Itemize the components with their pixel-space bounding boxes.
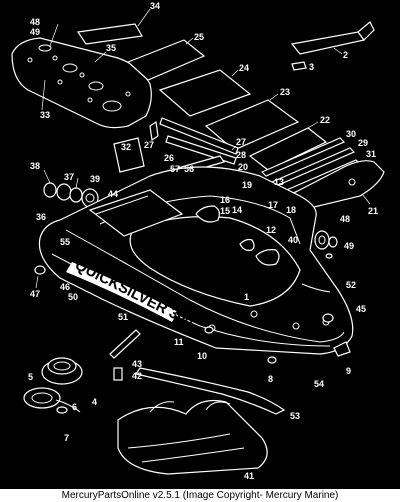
- diagram-svg: QUICKSILVER 300: [11, 1, 385, 481]
- callout-32: 32: [121, 142, 131, 152]
- part-25-floor-section[interactable]: [126, 37, 206, 81]
- part-24-floor-section[interactable]: [158, 69, 252, 117]
- callout-35: 35: [106, 43, 116, 53]
- callout-6: 6: [72, 402, 77, 412]
- part-27-bar-lower[interactable]: [231, 145, 237, 151]
- part-42-cap[interactable]: [113, 367, 123, 381]
- part-34-floorboard[interactable]: [76, 8, 151, 45]
- callout-19: 19: [242, 180, 252, 190]
- callout-10: 10: [197, 351, 207, 361]
- callout-12: 12: [266, 225, 276, 235]
- part-23-floor-section[interactable]: [204, 93, 300, 151]
- callout-29: 29: [358, 138, 368, 148]
- exploded-parts-diagram: QUICKSILVER 300: [0, 0, 400, 488]
- callout-1: 1: [244, 292, 249, 302]
- callout-56: 56: [184, 164, 194, 174]
- callout-39: 39: [90, 174, 100, 184]
- part-5-foot-pump[interactable]: [23, 357, 83, 414]
- part-33-perforated-floor[interactable]: [11, 23, 152, 129]
- callout-46: 46: [60, 282, 70, 292]
- callout-21: 21: [368, 206, 378, 216]
- callout-49: 49: [30, 27, 40, 37]
- callout-38: 38: [30, 161, 40, 171]
- callout-45: 45: [356, 304, 366, 314]
- callout-48b: 48: [340, 214, 350, 224]
- callout-16: 16: [220, 195, 230, 205]
- callout-30: 30: [346, 129, 356, 139]
- callout-31: 31: [366, 149, 376, 159]
- part-30-stringer[interactable]: [260, 137, 346, 177]
- callout-labels: 34 48 49 35 25 2 3 24 33 23 32 27 22 30 …: [28, 1, 378, 481]
- part-2-transom-cap[interactable]: [290, 21, 375, 55]
- copyright-footer: MercuryPartsOnline v2.5.1 (Image Copyrig…: [0, 488, 400, 502]
- callout-36: 36: [36, 212, 46, 222]
- callout-51: 51: [118, 312, 128, 322]
- part-22-floor-section[interactable]: [248, 121, 328, 171]
- callout-48: 48: [30, 17, 40, 27]
- callout-47: 47: [30, 289, 40, 299]
- callout-43: 43: [132, 359, 142, 369]
- callout-7: 7: [64, 433, 69, 443]
- part-43-oar[interactable]: [109, 329, 141, 359]
- callout-2: 2: [343, 50, 348, 60]
- callout-20: 20: [238, 162, 248, 172]
- callout-49b: 49: [344, 241, 354, 251]
- callout-18: 18: [286, 205, 296, 215]
- callout-52: 52: [346, 280, 356, 290]
- part-21-bow-board[interactable]: [286, 160, 385, 209]
- part-32-plate[interactable]: [113, 137, 145, 173]
- part-10-handle[interactable]: [204, 326, 214, 334]
- callout-26: 26: [164, 153, 174, 163]
- callout-33: 33: [40, 110, 50, 120]
- callout-15: 15: [220, 206, 230, 216]
- inflatable-hull[interactable]: QUICKSILVER 300: [38, 166, 354, 355]
- callout-24: 24: [239, 63, 249, 73]
- callout-55: 55: [60, 237, 70, 247]
- callout-50: 50: [68, 292, 78, 302]
- callout-8: 8: [268, 374, 273, 384]
- callout-44: 44: [108, 189, 118, 199]
- callout-28: 28: [236, 150, 246, 160]
- part-8-stud[interactable]: [267, 356, 277, 364]
- part-9-bow-tab[interactable]: [333, 341, 351, 357]
- part-48-valve[interactable]: [314, 230, 338, 259]
- part-41-storage-bag[interactable]: [117, 399, 268, 475]
- callout-41: 41: [244, 471, 254, 481]
- part-35-fastener[interactable]: [94, 51, 107, 63]
- callout-22: 22: [320, 115, 330, 125]
- callout-57: 57: [170, 164, 180, 174]
- callout-9: 9: [346, 366, 351, 376]
- callout-54: 54: [314, 379, 324, 389]
- callout-27b: 27: [236, 137, 246, 147]
- callout-14: 14: [232, 205, 242, 215]
- part-45-valve[interactable]: [322, 313, 334, 323]
- callout-34: 34: [150, 1, 160, 11]
- part-47-cap[interactable]: [34, 265, 46, 289]
- callout-11: 11: [174, 337, 184, 347]
- part-3-small-plate[interactable]: [291, 61, 307, 71]
- callout-23: 23: [280, 87, 290, 97]
- part-53-keel-strip[interactable]: [135, 367, 286, 415]
- callout-37: 37: [64, 172, 74, 182]
- callout-13: 13: [274, 177, 284, 187]
- callout-42: 42: [132, 371, 142, 381]
- callout-5: 5: [28, 372, 33, 382]
- callout-27a: 27: [144, 140, 154, 150]
- callout-53: 53: [290, 411, 300, 421]
- part-36-valve-assembly[interactable]: [43, 169, 99, 208]
- callout-40: 40: [288, 235, 298, 245]
- callout-3: 3: [309, 62, 314, 72]
- callout-25: 25: [194, 32, 204, 42]
- part-27-bar[interactable]: [149, 117, 239, 155]
- part-52-rope[interactable]: [301, 283, 331, 293]
- callout-17: 17: [268, 200, 278, 210]
- callout-4: 4: [92, 397, 97, 407]
